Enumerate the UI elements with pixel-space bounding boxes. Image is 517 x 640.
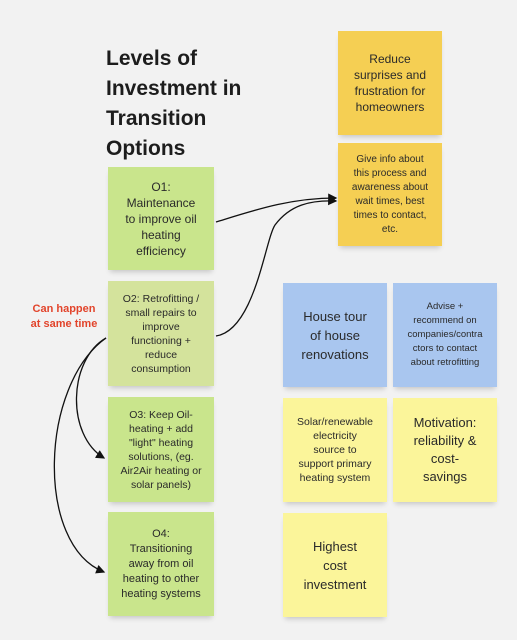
sticky-note-house-tour[interactable]: House tour of house renovations: [283, 283, 387, 387]
sticky-note-o1[interactable]: O1: Maintenance to improve oil heating e…: [108, 167, 214, 270]
sticky-note-motivation[interactable]: Motivation: reliability & cost- savings: [393, 398, 497, 502]
side-label-same-time: Can happen at same time: [30, 303, 98, 330]
arrow-o1-to-info: [215, 193, 338, 223]
diagram-title: Levels of Investment in Transition Optio…: [106, 47, 242, 160]
sticky-note-o2[interactable]: O2: Retrofitting / small repairs to impr…: [108, 281, 214, 386]
sticky-note-o3[interactable]: O3: Keep Oil- heating + add "light" heat…: [108, 397, 214, 502]
sticky-note-give-info[interactable]: Give info about this process and awarene…: [338, 143, 442, 246]
sticky-note-highest-cost[interactable]: Highest cost investment: [283, 513, 387, 617]
sticky-note-o4[interactable]: O4: Transitioning away from oil heating …: [108, 512, 214, 616]
sticky-note-advise-recommend[interactable]: Advise + recommend on companies/contra c…: [393, 283, 497, 387]
sticky-note-reduce-surprises[interactable]: Reduce surprises and frustration for hom…: [338, 31, 442, 135]
arrow-o2-to-o3: [75, 337, 107, 459]
arrow-o2-to-o4: [53, 337, 107, 574]
sticky-note-solar-renewable[interactable]: Solar/renewable electricity source to su…: [283, 398, 387, 502]
